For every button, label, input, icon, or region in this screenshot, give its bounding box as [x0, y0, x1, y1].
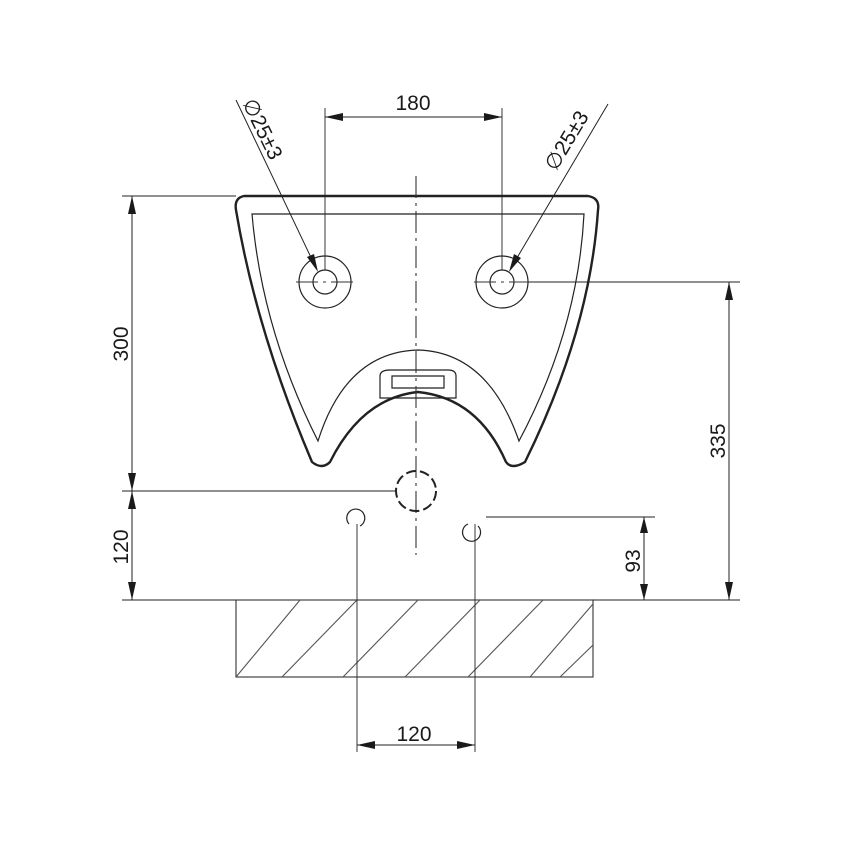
fixing-spacing-label: 120: [396, 723, 431, 746]
fixing-height-label: 93: [622, 549, 645, 572]
center-lines: [296, 176, 532, 555]
dimension-fixing-spacing: 120: [357, 723, 475, 749]
drain-and-fixings: [346, 470, 482, 542]
overflow-insert: [379, 369, 457, 399]
floor-section: [235, 599, 594, 678]
floor-block: [235, 599, 594, 678]
drain-height-label: 120: [110, 529, 133, 564]
fixing-hole-right: [461, 523, 482, 542]
dimension-fixing-height: 93: [622, 517, 648, 600]
fixing-hole-left: [346, 508, 366, 527]
dimension-tap-spacing: 180: [325, 92, 502, 121]
dimension-hole-left: ∅25±3: [235, 95, 318, 272]
hole-left-label: ∅25±3: [238, 95, 287, 163]
fixture-outer-outline: [234, 194, 600, 468]
dimension-drain-height: 120: [110, 491, 136, 600]
hole-height-label: 335: [707, 423, 730, 458]
fixture-inner-outline: [251, 213, 585, 443]
fixture-body: [234, 194, 600, 468]
overflow-insert-inner: [391, 375, 445, 389]
floor-hatching: [235, 599, 594, 678]
dimension-height: 300: [110, 196, 136, 491]
height-label: 300: [110, 326, 133, 361]
dimension-hole-height: 335: [707, 282, 733, 600]
tap-spacing-label: 180: [395, 92, 430, 115]
extension-lines: [122, 108, 740, 752]
